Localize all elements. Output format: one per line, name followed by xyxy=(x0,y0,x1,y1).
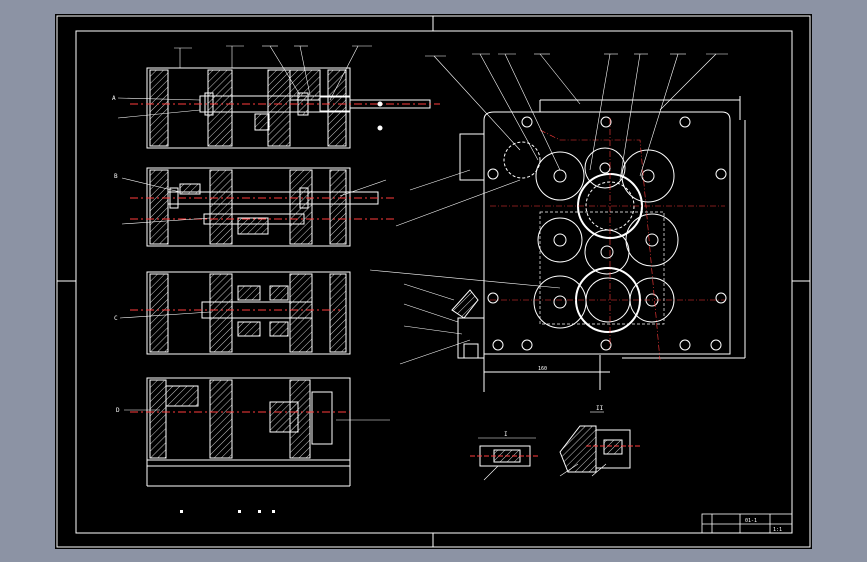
section-a-label: A xyxy=(112,95,116,102)
gearbox-gears xyxy=(503,141,679,333)
gearbox-dashed-outline xyxy=(539,211,665,325)
gearbox-bolt-holes xyxy=(487,116,727,351)
drawing-sheet xyxy=(55,14,812,549)
detail-i xyxy=(470,437,540,481)
gearbox-housing xyxy=(459,96,746,392)
detail-ii-caption: II xyxy=(596,405,604,412)
bottom-marks xyxy=(180,510,275,513)
side-boss xyxy=(451,289,485,359)
section-d xyxy=(130,377,351,487)
title-block-scale: 1:1 xyxy=(773,527,782,533)
section-d-label: D xyxy=(116,407,120,414)
section-c-leaders xyxy=(119,311,211,319)
section-c-label: C xyxy=(114,315,118,322)
title-block xyxy=(701,513,793,534)
title-block-drawing-no: 01-1 xyxy=(745,518,757,524)
gearbox-leaders xyxy=(369,53,728,365)
section-b-label: B xyxy=(114,173,118,180)
section-a xyxy=(130,67,440,149)
section-c xyxy=(130,271,351,355)
detail-i-caption: I xyxy=(504,431,508,438)
section-a-leaders xyxy=(117,45,372,119)
centering-marks xyxy=(57,16,810,547)
section-b xyxy=(130,167,395,247)
gearbox-width-dim: 160 xyxy=(538,366,547,372)
section-d-leaders xyxy=(124,409,390,421)
inner-border xyxy=(75,30,793,534)
detail-ii xyxy=(559,411,640,477)
gearbox-centerlines xyxy=(490,118,725,361)
section-b-leaders xyxy=(121,177,387,225)
